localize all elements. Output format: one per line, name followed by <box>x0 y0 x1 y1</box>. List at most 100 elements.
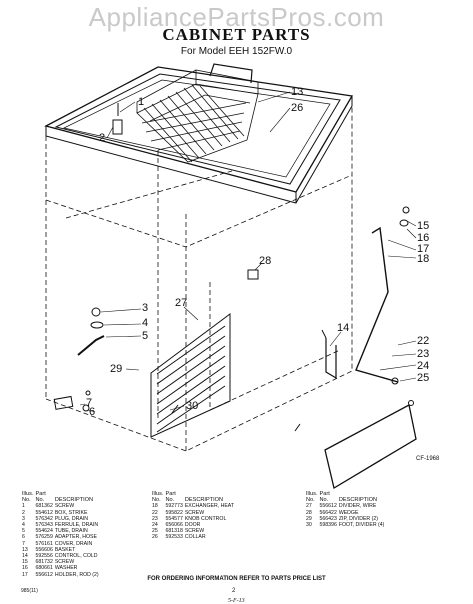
part-illus-no: 30 <box>306 522 312 529</box>
part-number: 566422 <box>319 509 337 516</box>
col-description: DESCRIPTION <box>338 497 378 504</box>
callout-14: 14 <box>337 322 350 334</box>
part-description: DOOR <box>184 522 201 529</box>
col-no: No. <box>22 497 31 504</box>
part-illus-no: 14 <box>22 553 28 560</box>
part-illus-no: 3 <box>22 515 25 522</box>
col-illus: Illus. <box>152 491 164 497</box>
part-number: 554612 <box>35 509 53 516</box>
col-no: No. <box>152 497 161 504</box>
part-number: 595822 <box>165 509 183 516</box>
part-description: WASHER <box>54 565 78 572</box>
part-number: 556612 <box>319 503 337 510</box>
part-number: 680661 <box>35 565 53 572</box>
part-illus-no: 24 <box>152 522 158 529</box>
part-description: TUBE, DRAIN <box>54 528 88 535</box>
callout-25: 25 <box>417 372 430 384</box>
part-description: EXCHANGER, HEAT <box>184 503 235 510</box>
col-illus: Illus. <box>22 491 34 497</box>
part-illus-no: 28 <box>306 509 312 516</box>
watermark: AppliancePartsPros.com <box>88 2 385 32</box>
part-description: BOX, STRIKE <box>54 509 88 516</box>
part-illus-no: 16 <box>22 565 28 572</box>
part-number: 681732 <box>35 559 53 566</box>
part-number: 592533 <box>165 534 183 541</box>
col-description: DESCRIPTION <box>54 497 94 504</box>
part-illus-no: 18 <box>152 503 158 510</box>
callout-2: 2 <box>99 132 106 144</box>
part-description: FOOT, DIVIDER (4) <box>338 522 385 529</box>
page-title: CABINET PARTS <box>162 25 311 44</box>
part-number: 566423 <box>319 515 337 522</box>
part-illus-no: 4 <box>22 522 25 529</box>
divider-drawing <box>150 313 231 438</box>
callout-28: 28 <box>259 255 272 267</box>
part-illus-no: 17 <box>22 571 28 578</box>
part-description: COVER, DRAIN <box>54 540 93 547</box>
part-illus-no: 27 <box>306 503 312 510</box>
callout-3: 3 <box>142 302 149 314</box>
part-number: 592556 <box>35 553 53 560</box>
part-number: 681362 <box>35 503 53 510</box>
part-illus-no: 7 <box>22 540 25 547</box>
col-illus: Illus. <box>306 491 318 497</box>
part-description: WEDGE <box>338 509 359 516</box>
col-part: Part <box>35 491 46 497</box>
part-number: 656066 <box>165 522 183 529</box>
callout-27: 27 <box>175 297 188 309</box>
lid-drawing <box>44 66 354 204</box>
col-description: DESCRIPTION <box>184 497 224 504</box>
callout-22: 22 <box>417 335 430 347</box>
part-description: SCREW <box>54 503 75 510</box>
ordering-note: FOR ORDERING INFORMATION REFER TO PARTS … <box>147 576 326 582</box>
callout-6: 6 <box>89 406 96 418</box>
col-part: Part <box>165 491 176 497</box>
figure-code: CF-1968 <box>416 456 440 462</box>
col-no: No. <box>165 497 175 504</box>
document-number: 985(11) <box>21 588 38 594</box>
part-number: 576259 <box>35 534 53 541</box>
part-number: 576342 <box>35 515 53 522</box>
callout-7: 7 <box>86 397 93 409</box>
part-description: KNOB CONTROL <box>184 515 227 522</box>
part-description: ADAPTER, HOSE <box>54 534 97 541</box>
part-number: 556606 <box>35 546 53 553</box>
callout-15: 15 <box>417 220 430 232</box>
part-illus-no: 5 <box>22 528 25 535</box>
callout-29: 29 <box>110 363 123 375</box>
callout-18: 18 <box>417 253 430 265</box>
part-illus-no: 2 <box>22 509 25 516</box>
part-description: CONTROL, COLD <box>54 553 98 560</box>
part-number: 598396 <box>319 522 337 529</box>
part-description: SCREW <box>54 559 75 566</box>
callout-4: 4 <box>142 317 149 329</box>
part-description: COLLAR <box>184 534 206 541</box>
callout-24: 24 <box>417 360 430 372</box>
part-number: 554577 <box>165 515 183 522</box>
part-illus-no: 25 <box>152 528 158 535</box>
col-no: No. <box>306 497 315 504</box>
col-part: Part <box>319 491 330 497</box>
part-number: 576343 <box>35 522 53 529</box>
part-illus-no: 1 <box>22 503 25 510</box>
